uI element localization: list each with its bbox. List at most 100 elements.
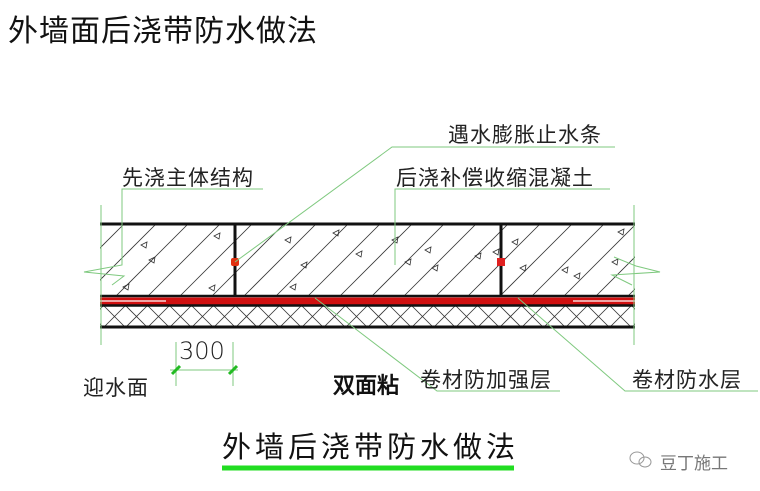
hatch-line [627, 288, 635, 296]
leader-first-pour [121, 188, 263, 262]
leader-waterproof-layer [517, 297, 758, 392]
hatch-line [660, 224, 732, 296]
crosshatch-line [521, 306, 544, 327]
crosshatch-line [191, 306, 214, 327]
crosshatch-line [609, 306, 632, 327]
crosshatch-line [345, 306, 368, 327]
aggregate-mark [519, 264, 527, 272]
hatch-line [499, 225, 572, 296]
aggregate-mark [404, 258, 412, 266]
crosshatch-line [389, 306, 412, 327]
aggregate-mark [561, 266, 569, 274]
page-title: 外墙面后浇带防水做法 [8, 14, 318, 49]
hatch-line [100, 225, 156, 281]
leader-post-pour [394, 188, 610, 265]
aggregate-mark [611, 258, 619, 266]
hatch-line [243, 225, 316, 296]
hatch-line [307, 225, 380, 296]
hatch-line [179, 225, 252, 296]
crosshatch-line [323, 306, 346, 327]
hatch-line [756, 224, 760, 296]
break-symbol-left [83, 260, 126, 286]
crosshatch-line [455, 306, 478, 327]
label-double-sided: 双面粘 [333, 374, 400, 399]
hatch-line [275, 225, 348, 296]
crosshatch-line [654, 306, 675, 327]
hatch-line [531, 225, 604, 296]
crosshatch-line [411, 306, 434, 327]
crosshatch-line [698, 306, 719, 327]
label-reinforcement-layer: 卷材防加强层 [420, 368, 552, 392]
hatch-line [724, 224, 760, 296]
crosshatch-line [631, 323, 635, 327]
crosshatch-line [100, 306, 104, 310]
aggregate-mark [332, 229, 340, 237]
aggregate-mark [492, 248, 500, 256]
aggregate-mark [289, 283, 297, 291]
crosshatch-line [565, 306, 588, 327]
crosshatch-line [433, 306, 456, 327]
leader-water-stop [234, 146, 615, 263]
wechat-icon [629, 451, 652, 468]
crosshatch-line [100, 323, 104, 327]
water-stop-right [497, 258, 505, 266]
protective-layer-crosshatch [60, 306, 719, 327]
crosshatch-line [654, 306, 675, 327]
aggregate-mark [431, 264, 439, 272]
hatch-line [371, 225, 444, 296]
aggregate-mark [284, 236, 292, 244]
label-waterproof-layer: 卷材防水层 [632, 368, 742, 392]
crosshatch-line [301, 306, 324, 327]
concrete-hatch [20, 224, 760, 296]
crosshatch-line [125, 306, 148, 327]
aggregate-mark [355, 250, 363, 258]
crosshatch-line [477, 306, 500, 327]
crosshatch-line [235, 306, 258, 327]
hatch-line [403, 225, 476, 296]
crosshatch-line [257, 306, 280, 327]
label-water-face: 迎水面 [83, 376, 149, 400]
aggregate-mark [424, 246, 432, 254]
crosshatch-line [60, 306, 81, 327]
aggregate-mark [148, 256, 156, 264]
crosshatch-line [631, 306, 635, 310]
aggregate-marks [122, 228, 625, 292]
aggregate-mark [474, 252, 482, 260]
hatch-line [595, 256, 635, 296]
hatch-line [435, 225, 508, 296]
dimension-tick-right [227, 364, 239, 376]
membrane-red-layer [100, 297, 635, 305]
crosshatch-line [587, 306, 610, 327]
aggregate-mark [617, 228, 625, 236]
hatch-line [115, 225, 188, 296]
label-water-stop: 遇水膨胀止水条 [448, 123, 602, 147]
watermark-text: 豆丁施工 [660, 454, 728, 474]
aggregate-mark [140, 241, 148, 249]
aggregate-mark [300, 261, 308, 269]
aggregate-mark [122, 283, 130, 291]
hatch-line [20, 224, 92, 296]
hatch-line [211, 225, 284, 296]
label-first-pour: 先浇主体结构 [122, 166, 254, 190]
hatch-line [339, 225, 412, 296]
crosshatch-line [147, 306, 170, 327]
leader-reinforcement-layer [314, 297, 560, 392]
crosshatch-line [698, 306, 719, 327]
dimension-tick-left [170, 364, 182, 376]
crosshatch-line [499, 306, 522, 327]
diagram-caption: 外墙后浇带防水做法 [222, 430, 520, 464]
crosshatch-line [543, 306, 566, 327]
crosshatch-line [676, 306, 697, 327]
crosshatch-line [60, 306, 81, 327]
crosshatch-line [676, 306, 697, 327]
dimension-value: 300 [179, 337, 225, 365]
aggregate-mark [511, 238, 519, 246]
crosshatch-line [279, 306, 302, 327]
label-post-pour: 后浇补偿收缩混凝土 [396, 166, 594, 190]
crosshatch-line [213, 306, 236, 327]
hatch-line [147, 225, 220, 296]
hatch-line [692, 224, 760, 296]
aggregate-mark [208, 284, 216, 292]
hatch-line [563, 225, 635, 296]
